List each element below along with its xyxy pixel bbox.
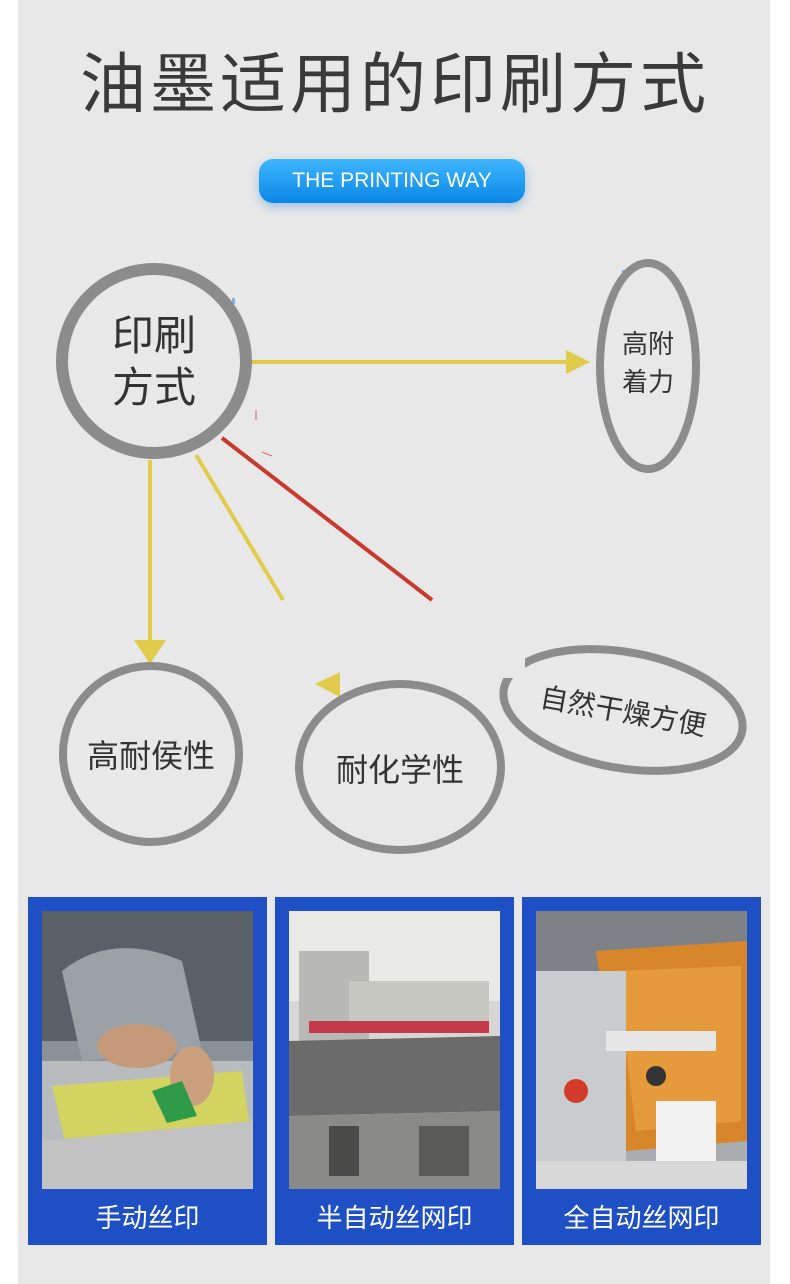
- method-label-semi-auto: 半自动丝网印: [316, 1204, 473, 1234]
- printing-features-diagram: [56, 259, 747, 854]
- feature-adhesion-label: 高附 着力: [621, 330, 674, 398]
- method-card-full-auto: 全自动丝网印: [522, 897, 761, 1245]
- center-circle: [56, 263, 252, 459]
- method-label-full-auto: 全自动丝网印: [563, 1204, 720, 1234]
- feature-weather-label: 高耐侯性: [86, 737, 215, 775]
- weather-circle: [59, 662, 243, 846]
- page-title: 油墨适用的印刷方式: [80, 46, 710, 123]
- feature-chemical-label: 耐化学性: [335, 751, 464, 789]
- arrowhead-adhesion: [566, 350, 590, 374]
- center-label: 印刷 方式: [111, 311, 196, 412]
- fully-automatic-screen-printer-photo: [536, 911, 747, 1189]
- semi-automatic-screen-printer-photo: [289, 911, 500, 1189]
- arrow-to-drying: [220, 436, 434, 602]
- method-label-manual: 手动丝印: [95, 1204, 200, 1234]
- method-card-manual: 手动丝印: [28, 897, 267, 1245]
- arrow-to-chemical: [194, 453, 285, 602]
- arrowhead-chemical: [315, 672, 340, 697]
- method-card-semi-auto: 半自动丝网印: [275, 897, 514, 1245]
- subtitle-badge: THE PRINTING WAY: [259, 159, 525, 203]
- manual-screen-printing-photo: [42, 911, 253, 1189]
- adhesion-ellipse: [596, 259, 700, 473]
- drying-ellipse: [499, 645, 747, 775]
- printing-methods: 手动丝印 半自动丝网印: [28, 897, 762, 1245]
- arrowhead-weather: [134, 640, 166, 664]
- chemical-ellipse: [295, 680, 505, 854]
